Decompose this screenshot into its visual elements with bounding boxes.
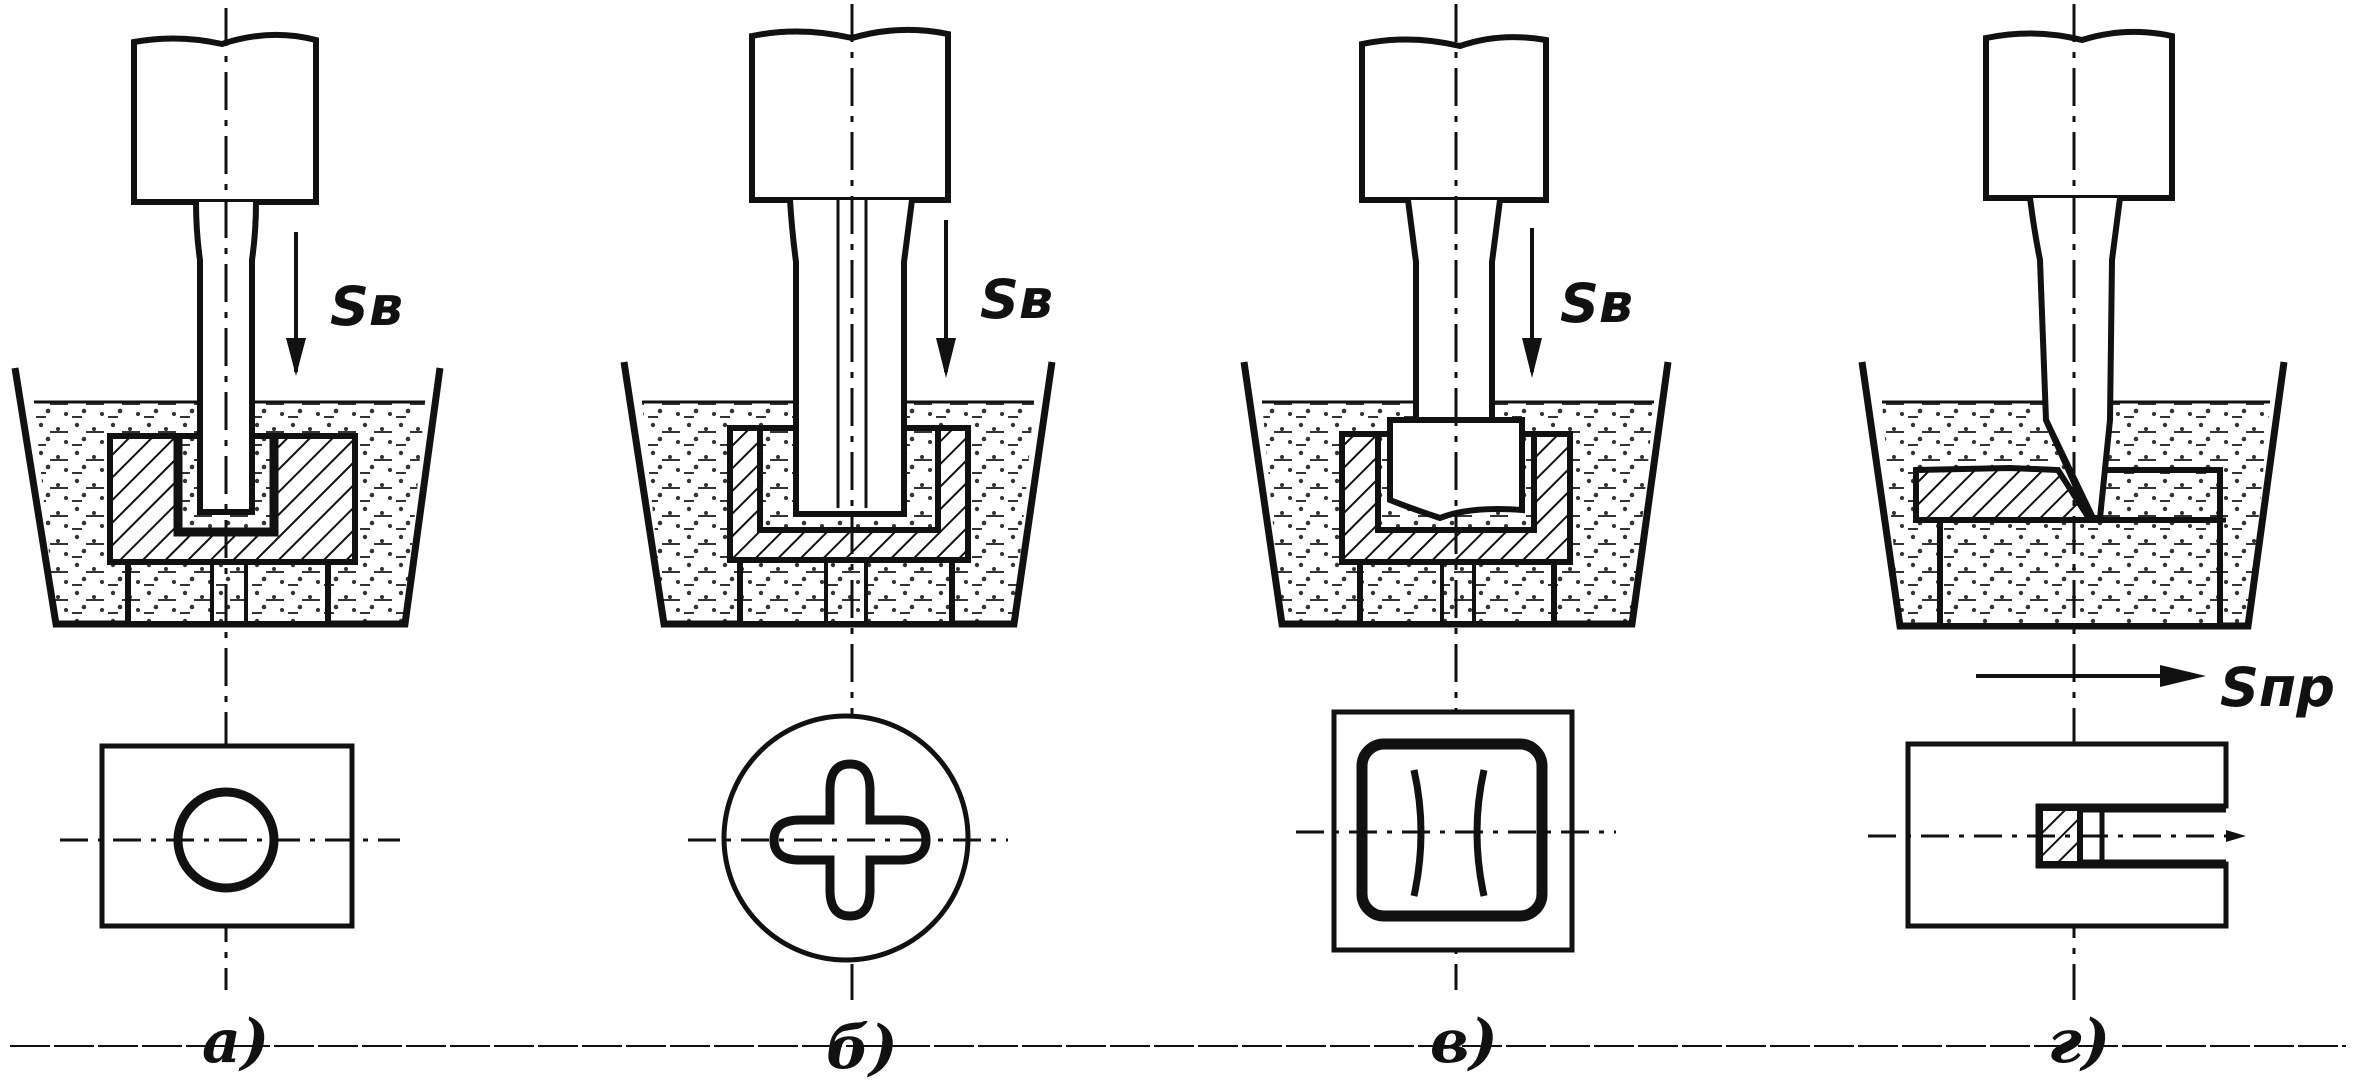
- panel-a: Sв а): [11, 8, 444, 1077]
- tool-v: [1359, 34, 1549, 522]
- workpiece-g: [1913, 464, 2096, 523]
- fixture-block-b: [737, 557, 955, 627]
- top-view-v: [1296, 709, 1616, 953]
- top-view-b: [688, 713, 1008, 963]
- top-view-g: [1868, 741, 2246, 929]
- slot-arc-right-v: [1473, 769, 1488, 897]
- square-slot-outline-v: [1356, 738, 1548, 922]
- panel-v: Sв в): [1240, 4, 1672, 1077]
- workpiece-g-right: [2097, 467, 2223, 523]
- feed-arrow-a: [286, 232, 306, 376]
- caption-b: б): [826, 1013, 898, 1083]
- feed-arrow-v: [1522, 228, 1542, 378]
- feed-label-a: Sв: [330, 275, 403, 338]
- feed-label-b: Sв: [980, 268, 1053, 331]
- fixture-block-a: [125, 559, 331, 627]
- feed-label-v: Sв: [1560, 272, 1633, 335]
- feed-arrow-g: [1976, 665, 2206, 687]
- panel-b: Sв б): [620, 4, 1056, 1083]
- cross-outline-b: [769, 759, 931, 921]
- caption-g: г): [2048, 1007, 2110, 1077]
- top-view-a: [60, 743, 400, 929]
- slot-arc-left-v: [1410, 769, 1425, 897]
- hole-outline-a: [173, 787, 279, 893]
- panel-g: Sпр г): [1858, 4, 2335, 1077]
- feed-label-g: Sпр: [2220, 656, 2335, 719]
- feed-arrow-b: [936, 220, 956, 378]
- caption-a: а): [202, 1007, 269, 1077]
- caption-v: в): [1430, 1007, 1498, 1077]
